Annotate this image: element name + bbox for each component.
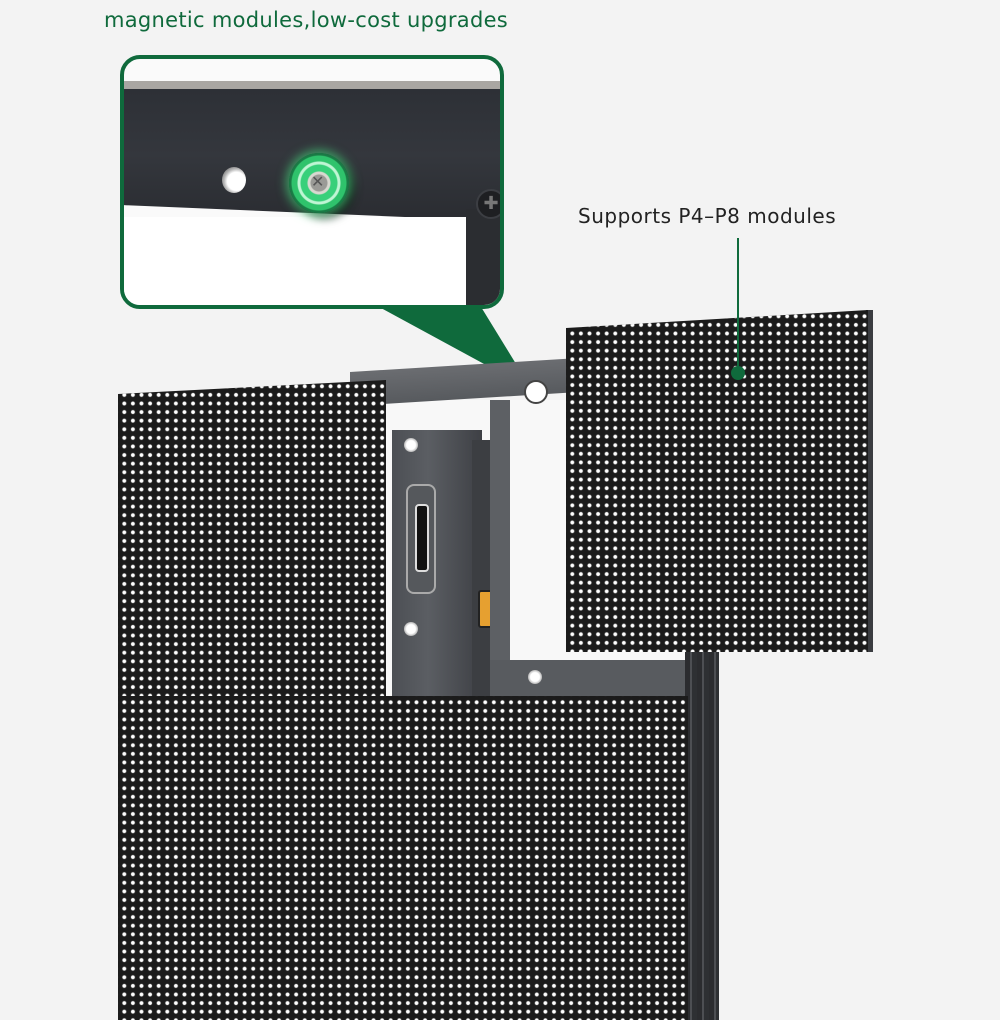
rail-edge [124,81,500,89]
leader-line [737,238,739,372]
caption-magnetic-modules: magnetic modules,low-cost upgrades [104,8,509,32]
screw-icon: ✚ [476,189,500,219]
caption-supports-modules: Supports P4–P8 modules [578,204,837,228]
leader-dot-icon [731,366,745,380]
rail-hole-icon [524,380,548,404]
bolt-icon [528,670,542,684]
module-edge [866,310,873,652]
signal-connector-icon [406,484,436,594]
frame-post [466,209,500,305]
bottom-rail [490,660,690,700]
detached-led-module [566,310,868,652]
magnet-detail-callout: ✚ [120,55,504,309]
bolt-icon [404,622,418,636]
vertical-post [490,400,510,700]
bolt-icon [404,438,418,452]
hole-icon [222,167,246,193]
white-gap [124,217,466,305]
stacked-cabinet-edges [685,650,719,1020]
magnet-icon [289,153,349,213]
led-lower-panel [118,696,688,1020]
